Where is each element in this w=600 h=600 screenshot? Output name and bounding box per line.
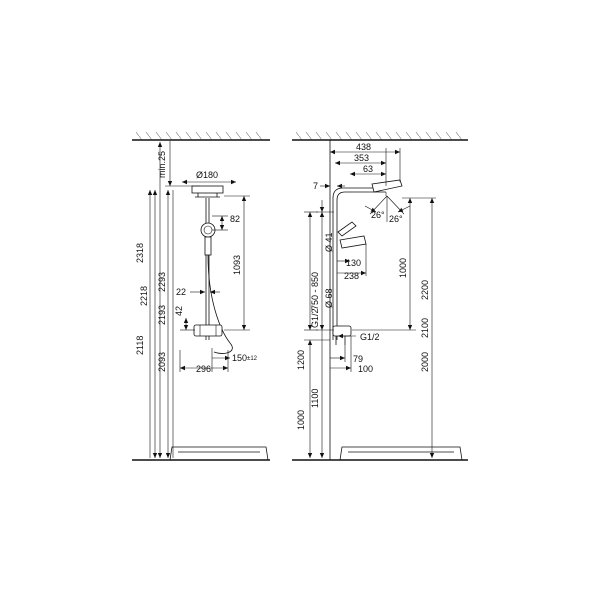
dim-238: 238 [344,271,359,281]
dim-2093: 2093 [157,352,167,372]
dim-26-right: 26° [389,214,403,224]
dim-2193: 2193 [157,305,167,325]
dim-2000: 2000 [420,352,430,372]
left-floor [132,446,270,461]
dim-1200: 1200 [296,350,306,370]
dim-2293: 2293 [157,272,167,292]
dim-150: 150±12 [232,353,258,363]
dim-42: 42 [174,306,184,316]
dim-1000-lower: 1000 [296,410,306,430]
right-dimension-lines [304,148,436,458]
dim-750-850: 750 - 850 [310,272,320,310]
dim-22: 22 [176,287,186,297]
dim-1093: 1093 [232,255,242,275]
right-ceiling [292,131,468,141]
left-shower-column [191,185,233,354]
dim-130: 130 [346,258,361,268]
dim-82: 82 [230,214,240,224]
dim-diameter-41: Ø 41 [324,232,334,252]
dim-2118: 2118 [135,336,145,355]
dim-79: 79 [353,354,363,364]
dim-diameter-68: Ø 68 [324,288,334,308]
dim-2218: 2218 [139,286,149,306]
dim-min25: min.25 [157,151,167,178]
dim-1000-upper: 1000 [398,258,408,278]
dim-g12-right: G1/2 [360,332,380,342]
dim-2100: 2100 [420,318,430,338]
dim-diameter-180: Ø180 [196,170,218,180]
dim-353: 353 [354,153,369,163]
dim-63: 63 [363,164,373,174]
right-shower-column [332,179,411,345]
dim-2318: 2318 [135,243,145,263]
right-view: 438 353 63 7 26° 26° Ø 41 750 - 850 130 … [292,131,468,461]
right-floor [292,446,468,461]
dim-100: 100 [358,364,373,374]
dim-7: 7 [313,181,318,191]
left-dimension-lines [147,141,250,458]
dim-2200: 2200 [420,280,430,300]
left-view: 2318 2218 2118 2293 2193 2093 min.25 Ø18… [132,131,270,461]
left-ceiling [132,131,270,141]
dim-26-left: 26° [371,210,385,220]
dim-1100: 1100 [310,389,320,408]
dim-g12-left: G1/2 [310,308,320,328]
dim-438: 438 [356,142,371,152]
dim-296: 296 [196,364,211,374]
